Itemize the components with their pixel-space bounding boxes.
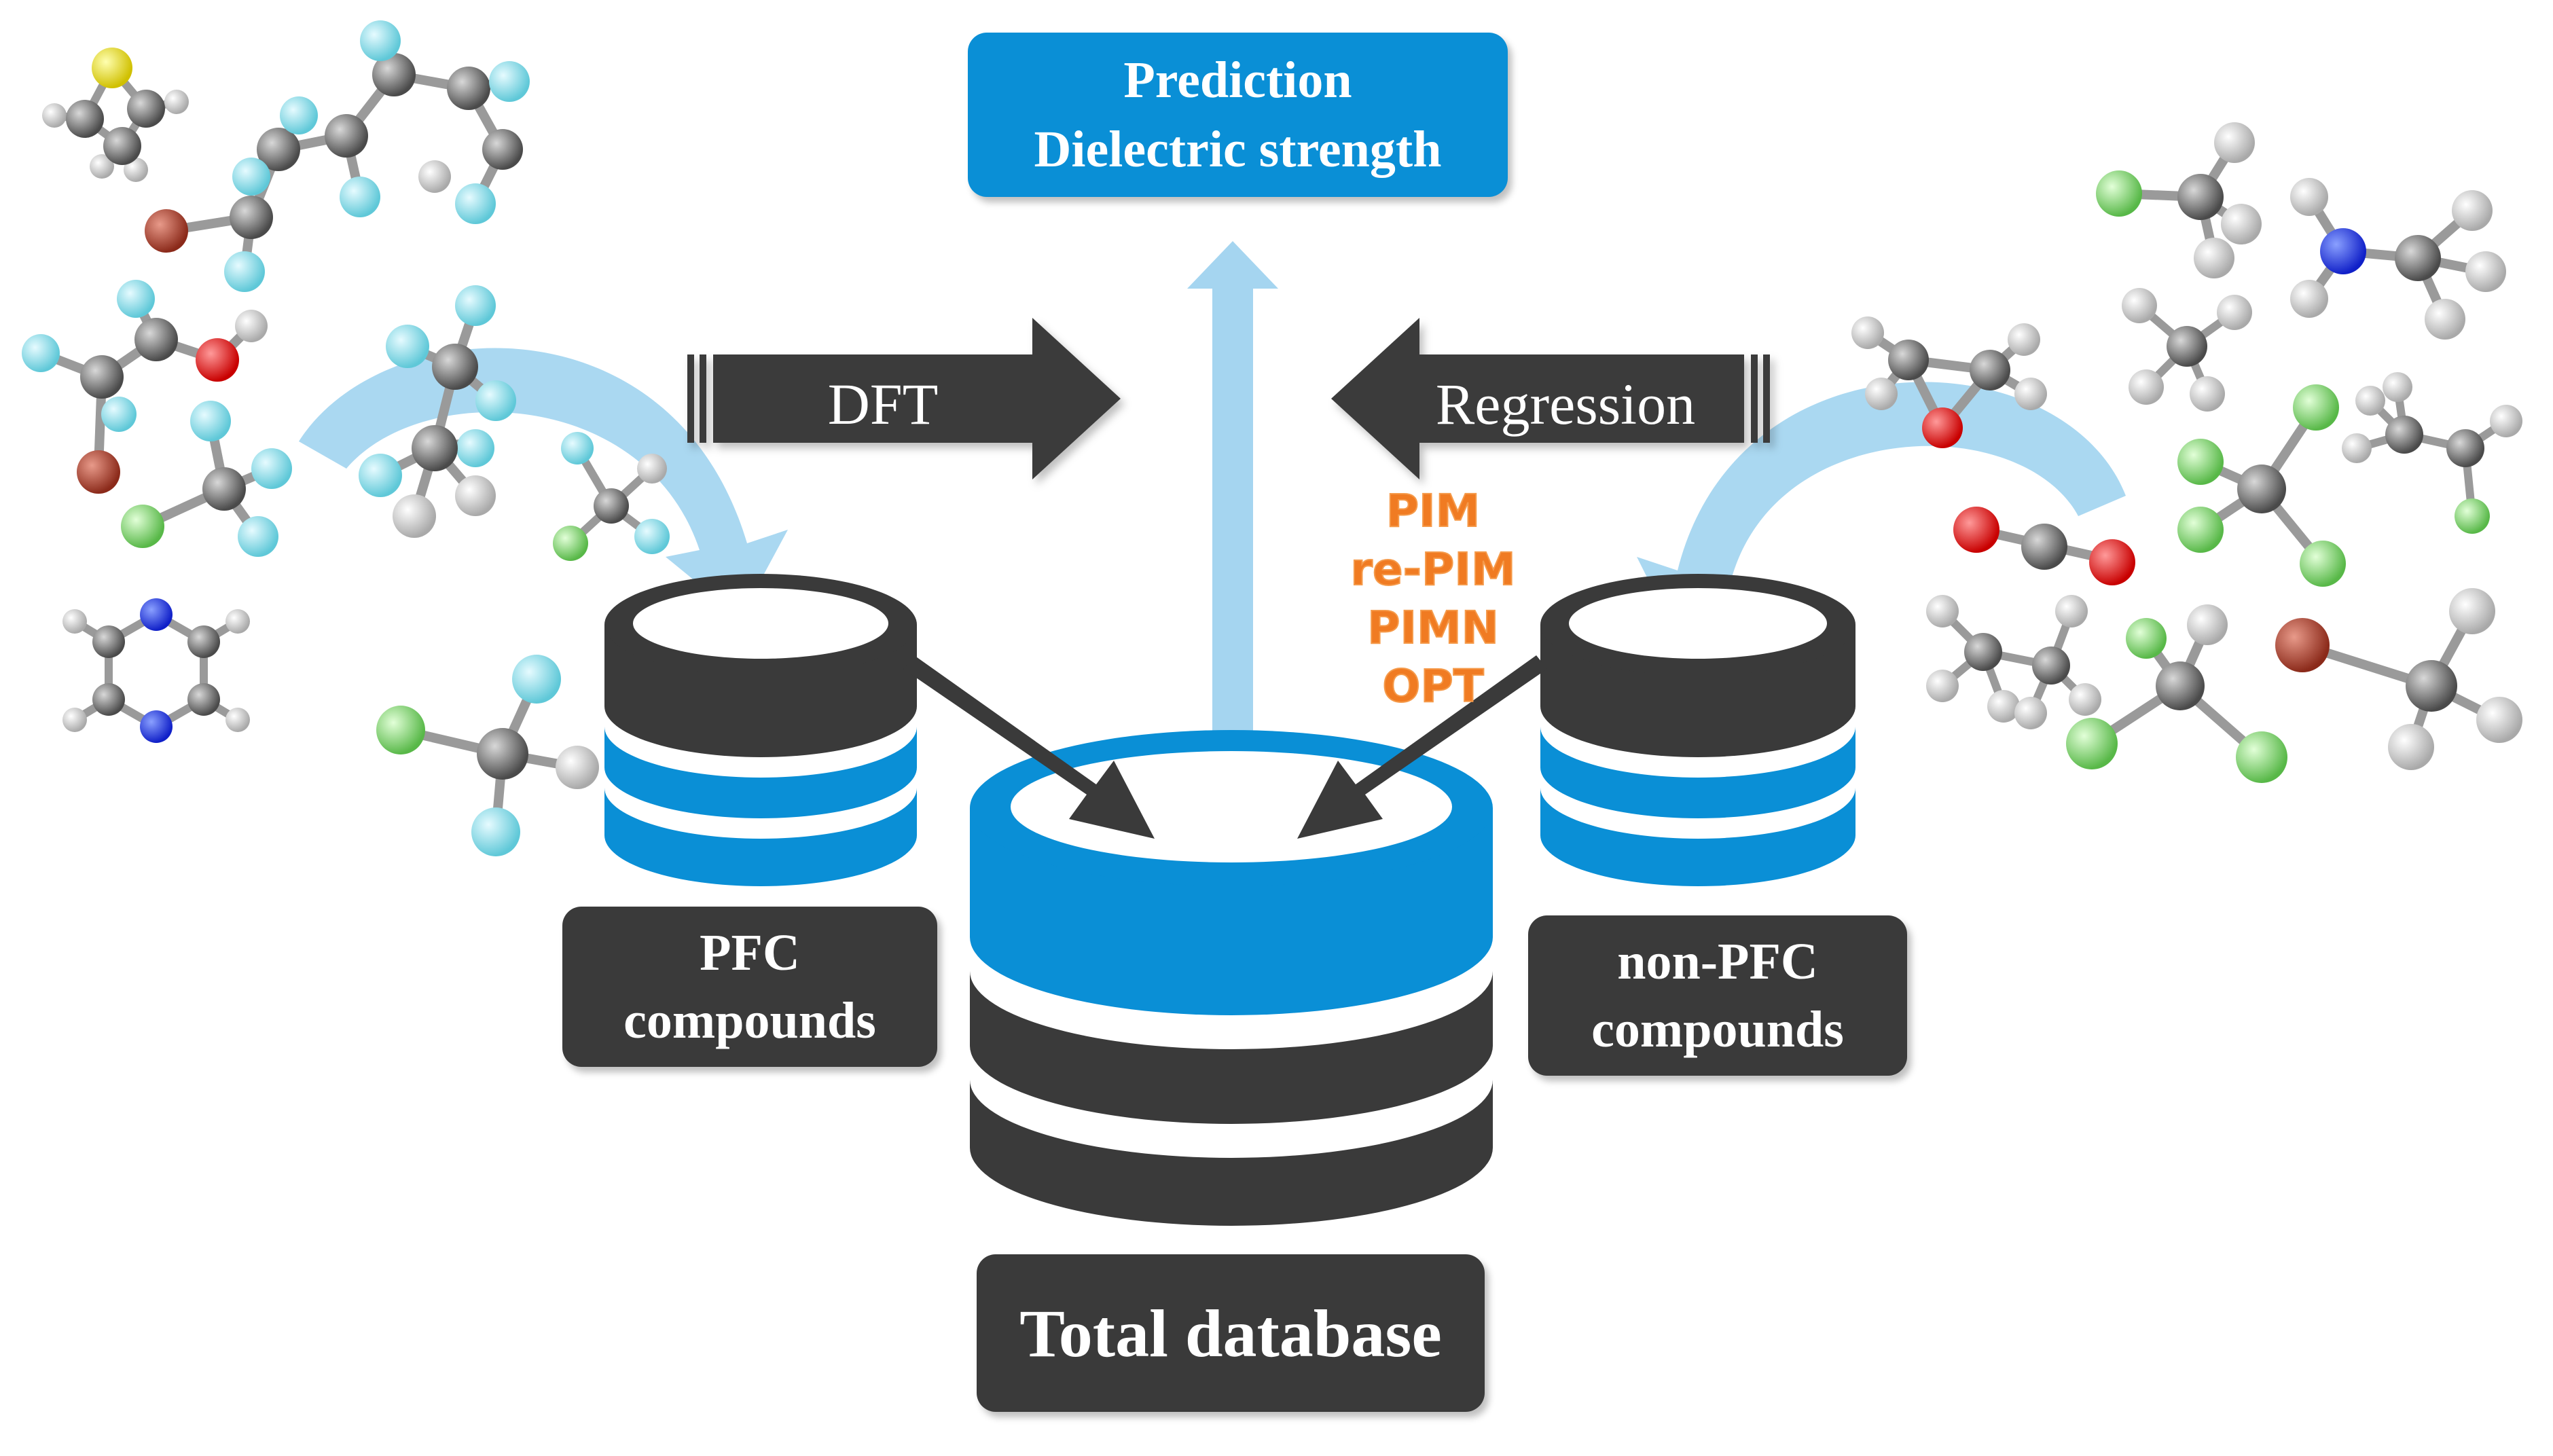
oxygen-atom — [196, 338, 239, 382]
pfc-label-line1: PFC — [700, 924, 800, 981]
regression-label: Regression — [1435, 371, 1696, 437]
left-curved-arrow — [299, 348, 788, 618]
up-arrow — [1187, 241, 1278, 808]
method-item: PIMN — [1366, 601, 1500, 655]
prediction-title: Prediction — [1123, 52, 1352, 109]
oxygen-atom — [1922, 407, 1963, 448]
prediction-subtitle: Dielectric strength — [1034, 121, 1442, 178]
non-pfc-compounds-label: non-PFC compounds — [1528, 915, 1907, 1076]
right-molecule-cluster — [1851, 122, 2522, 783]
non-pfc-label-line1: non-PFC — [1617, 933, 1818, 990]
method-item: re-PIM — [1350, 543, 1516, 596]
right-curved-arrow — [1637, 382, 2126, 638]
non-pfc-database-icon — [1540, 574, 1855, 886]
chlorine-atom — [121, 505, 164, 548]
bromine-atom — [2275, 618, 2330, 672]
regression-method-list: PIM re-PIM PIMN OPT — [1318, 482, 1549, 716]
total-database-label: Total database — [977, 1254, 1485, 1412]
pfc-database-icon — [604, 574, 917, 886]
chlorine-atom — [376, 706, 425, 754]
sulfur-atom — [92, 48, 132, 88]
method-item: OPT — [1381, 659, 1485, 713]
pfc-compounds-label: PFC compounds — [562, 907, 937, 1067]
pfc-to-total-arrow — [903, 655, 1155, 839]
bromine-atom — [145, 209, 188, 253]
chlorine-atom — [2236, 731, 2287, 783]
chlorine-atom — [2066, 718, 2118, 769]
chlorine-atom — [2096, 170, 2142, 217]
left-molecule-cluster — [22, 20, 670, 856]
nitrogen-atom — [2320, 228, 2366, 274]
pfc-label-line2: compounds — [623, 992, 876, 1049]
nitrogen-atom — [140, 598, 173, 631]
prediction-label: Prediction Dielectric strength — [968, 33, 1508, 197]
total-database-icon — [970, 730, 1493, 1226]
nonpfc-to-total-arrow — [1297, 655, 1547, 839]
total-database-text: Total database — [1019, 1295, 1442, 1371]
dft-label: DFT — [827, 371, 939, 437]
regression-arrow — [1331, 318, 1770, 479]
method-item: PIM — [1386, 484, 1481, 538]
dft-arrow — [687, 318, 1121, 479]
bromine-atom — [77, 450, 120, 494]
nitrogen-atom — [140, 710, 173, 743]
oxygen-atom — [2089, 539, 2135, 585]
oxygen-atom — [1953, 507, 1999, 553]
non-pfc-label-line2: compounds — [1591, 1001, 1844, 1058]
